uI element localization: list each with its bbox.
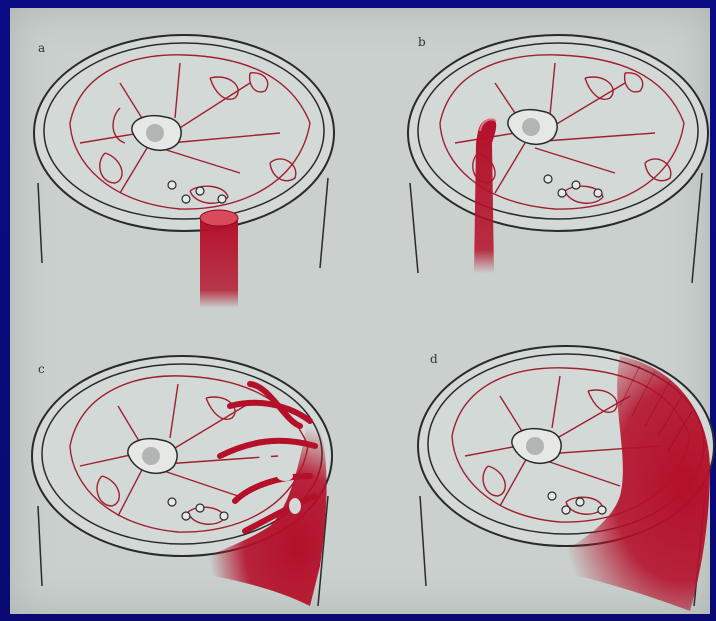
cross-section-c bbox=[10, 326, 350, 616]
panel-label-a: a bbox=[38, 41, 45, 55]
panel-label-d: d bbox=[430, 352, 438, 366]
panel-a: a bbox=[10, 13, 350, 303]
panel-d: d bbox=[370, 326, 710, 616]
panel-label-c: c bbox=[38, 362, 45, 376]
cross-section-a bbox=[10, 13, 350, 303]
cross-section-d bbox=[370, 326, 710, 616]
panel-label-b: b bbox=[418, 35, 426, 49]
panel-c: c bbox=[10, 326, 350, 616]
panel-b: b bbox=[370, 13, 710, 303]
illustration-page: a bbox=[10, 8, 710, 614]
cross-section-b bbox=[370, 13, 710, 303]
